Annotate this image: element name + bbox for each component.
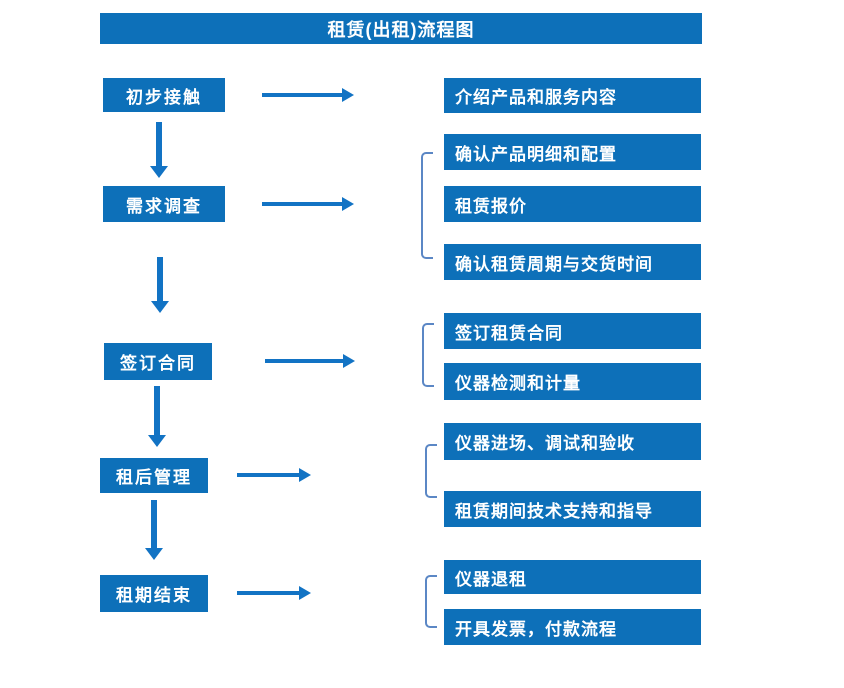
down-arrow-icon-1 <box>150 122 168 178</box>
arrow-head <box>151 301 169 313</box>
group-bracket-stage3 <box>422 323 434 387</box>
group-bracket-stage2 <box>421 152 433 259</box>
right-arrow-icon-stage1 <box>262 88 354 102</box>
right-arrow-icon-stage3 <box>265 354 355 368</box>
detail-box-confirm-period-delivery: 确认租赁周期与交货时间 <box>444 244 701 280</box>
stage-box-rental-end: 租期结束 <box>100 575 208 612</box>
stage-box-demand-survey: 需求调查 <box>103 186 225 222</box>
arrow-shaft <box>262 202 344 206</box>
stage-box-sign-contract: 签订合同 <box>104 343 212 380</box>
detail-box-confirm-product-config: 确认产品明细和配置 <box>444 134 701 170</box>
arrow-shaft <box>156 122 162 168</box>
arrow-shaft <box>154 386 160 437</box>
detail-box-invoice-payment: 开具发票，付款流程 <box>444 609 701 645</box>
arrow-head <box>150 166 168 178</box>
arrow-head <box>342 88 354 102</box>
down-arrow-icon-2 <box>151 257 169 313</box>
down-arrow-icon-4 <box>145 500 163 560</box>
arrow-shaft <box>157 257 163 303</box>
flowchart-title-bar: 租赁(出租)流程图 <box>100 13 702 44</box>
arrow-shaft <box>237 473 301 477</box>
right-arrow-icon-stage5 <box>237 586 311 600</box>
detail-box-instrument-setup-acceptance: 仪器进场、调试和验收 <box>444 423 701 460</box>
group-bracket-stage4 <box>425 444 437 498</box>
detail-box-instrument-testing: 仪器检测和计量 <box>444 363 701 400</box>
detail-box-technical-support: 租赁期间技术支持和指导 <box>444 491 701 527</box>
stage-box-post-rental-management: 租后管理 <box>100 458 208 493</box>
right-arrow-icon-stage2 <box>262 197 354 211</box>
arrow-head <box>145 548 163 560</box>
down-arrow-icon-3 <box>148 386 166 447</box>
detail-box-introduce-products: 介绍产品和服务内容 <box>444 78 701 113</box>
arrow-head <box>148 435 166 447</box>
arrow-shaft <box>151 500 157 550</box>
arrow-shaft <box>262 93 344 97</box>
detail-box-sign-rental-contract: 签订租赁合同 <box>444 313 701 349</box>
stage-box-initial-contact: 初步接触 <box>103 78 225 112</box>
arrow-shaft <box>265 359 345 363</box>
detail-box-rental-quotation: 租赁报价 <box>444 186 701 222</box>
group-bracket-stage5 <box>425 575 437 628</box>
right-arrow-icon-stage4 <box>237 468 311 482</box>
arrow-head <box>299 586 311 600</box>
arrow-head <box>342 197 354 211</box>
detail-box-instrument-return: 仪器退租 <box>444 560 701 594</box>
flowchart-title: 租赁(出租)流程图 <box>327 19 475 40</box>
arrow-head <box>343 354 355 368</box>
arrow-shaft <box>237 591 301 595</box>
arrow-head <box>299 468 311 482</box>
